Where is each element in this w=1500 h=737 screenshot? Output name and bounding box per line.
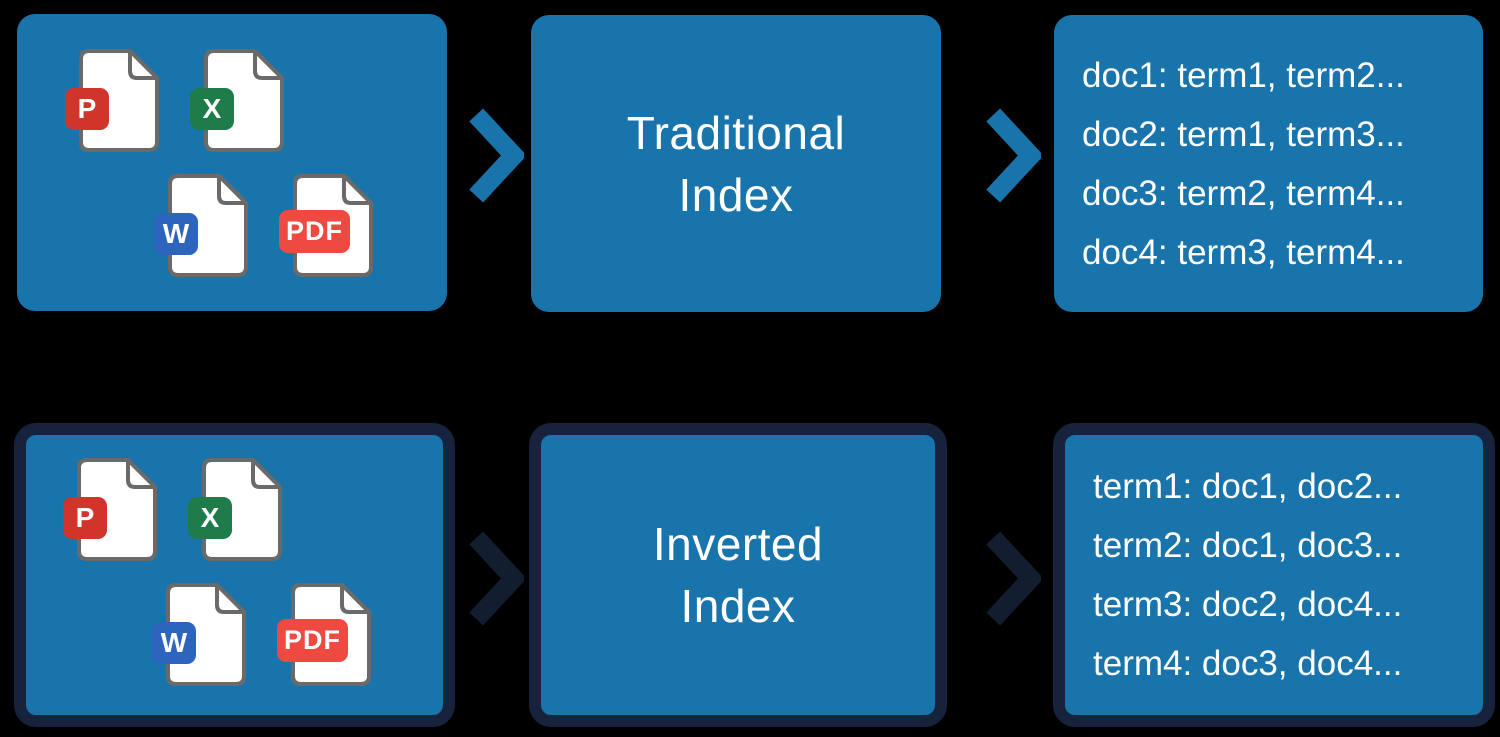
excel-badge: X [188, 497, 232, 539]
excel-file-icon: X [188, 457, 283, 562]
inverted-index-box: Inverted Index [529, 423, 947, 727]
term-docs-line: term3: doc2, doc4... [1093, 585, 1403, 624]
word-badge: W [154, 213, 198, 255]
inverted-index-title-line2: Index [680, 580, 796, 632]
pdf-badge: PDF [277, 619, 348, 662]
traditional-index-title-line2: Index [678, 168, 794, 221]
word-badge: W [152, 622, 196, 664]
powerpoint-badge: P [65, 88, 109, 130]
arrow-right-icon [986, 531, 1041, 626]
powerpoint-badge: P [63, 497, 107, 539]
doc-terms-line: doc1: term1, term2... [1082, 55, 1405, 95]
arrow-right-icon [469, 108, 524, 203]
word-file-icon: W [154, 173, 249, 278]
term-docs-line: term2: doc1, doc3... [1093, 526, 1403, 565]
traditional-index-title-line1: Traditional [626, 106, 846, 159]
term-docs-line: term4: doc3, doc4... [1093, 644, 1403, 683]
traditional-index-output-box: doc1: term1, term2... doc2: term1, term3… [1054, 15, 1483, 312]
arrow-right-icon [469, 531, 524, 626]
doc-terms-line: doc2: term1, term3... [1082, 114, 1405, 154]
excel-file-icon: X [190, 48, 285, 153]
word-file-icon: W [152, 582, 247, 687]
excel-badge: X [190, 88, 234, 130]
doc-terms-line: doc3: term2, term4... [1082, 173, 1405, 213]
pdf-file-icon: PDF [277, 582, 372, 687]
powerpoint-file-icon: P [65, 48, 160, 153]
source-documents-box-inverted: P X W PDF [14, 423, 455, 727]
powerpoint-file-icon: P [63, 457, 158, 562]
arrow-right-icon [986, 108, 1041, 203]
term-docs-line: term1: doc1, doc2... [1093, 467, 1403, 506]
source-documents-box-traditional: P X W PDF [17, 14, 447, 311]
inverted-index-title-line1: Inverted [652, 518, 824, 570]
inverted-index-output-box: term1: doc1, doc2... term2: doc1, doc3..… [1053, 423, 1495, 727]
pdf-file-icon: PDF [279, 173, 374, 278]
pdf-badge: PDF [279, 210, 350, 253]
traditional-index-box: Traditional Index [531, 15, 941, 312]
doc-terms-line: doc4: term3, term4... [1082, 232, 1405, 272]
